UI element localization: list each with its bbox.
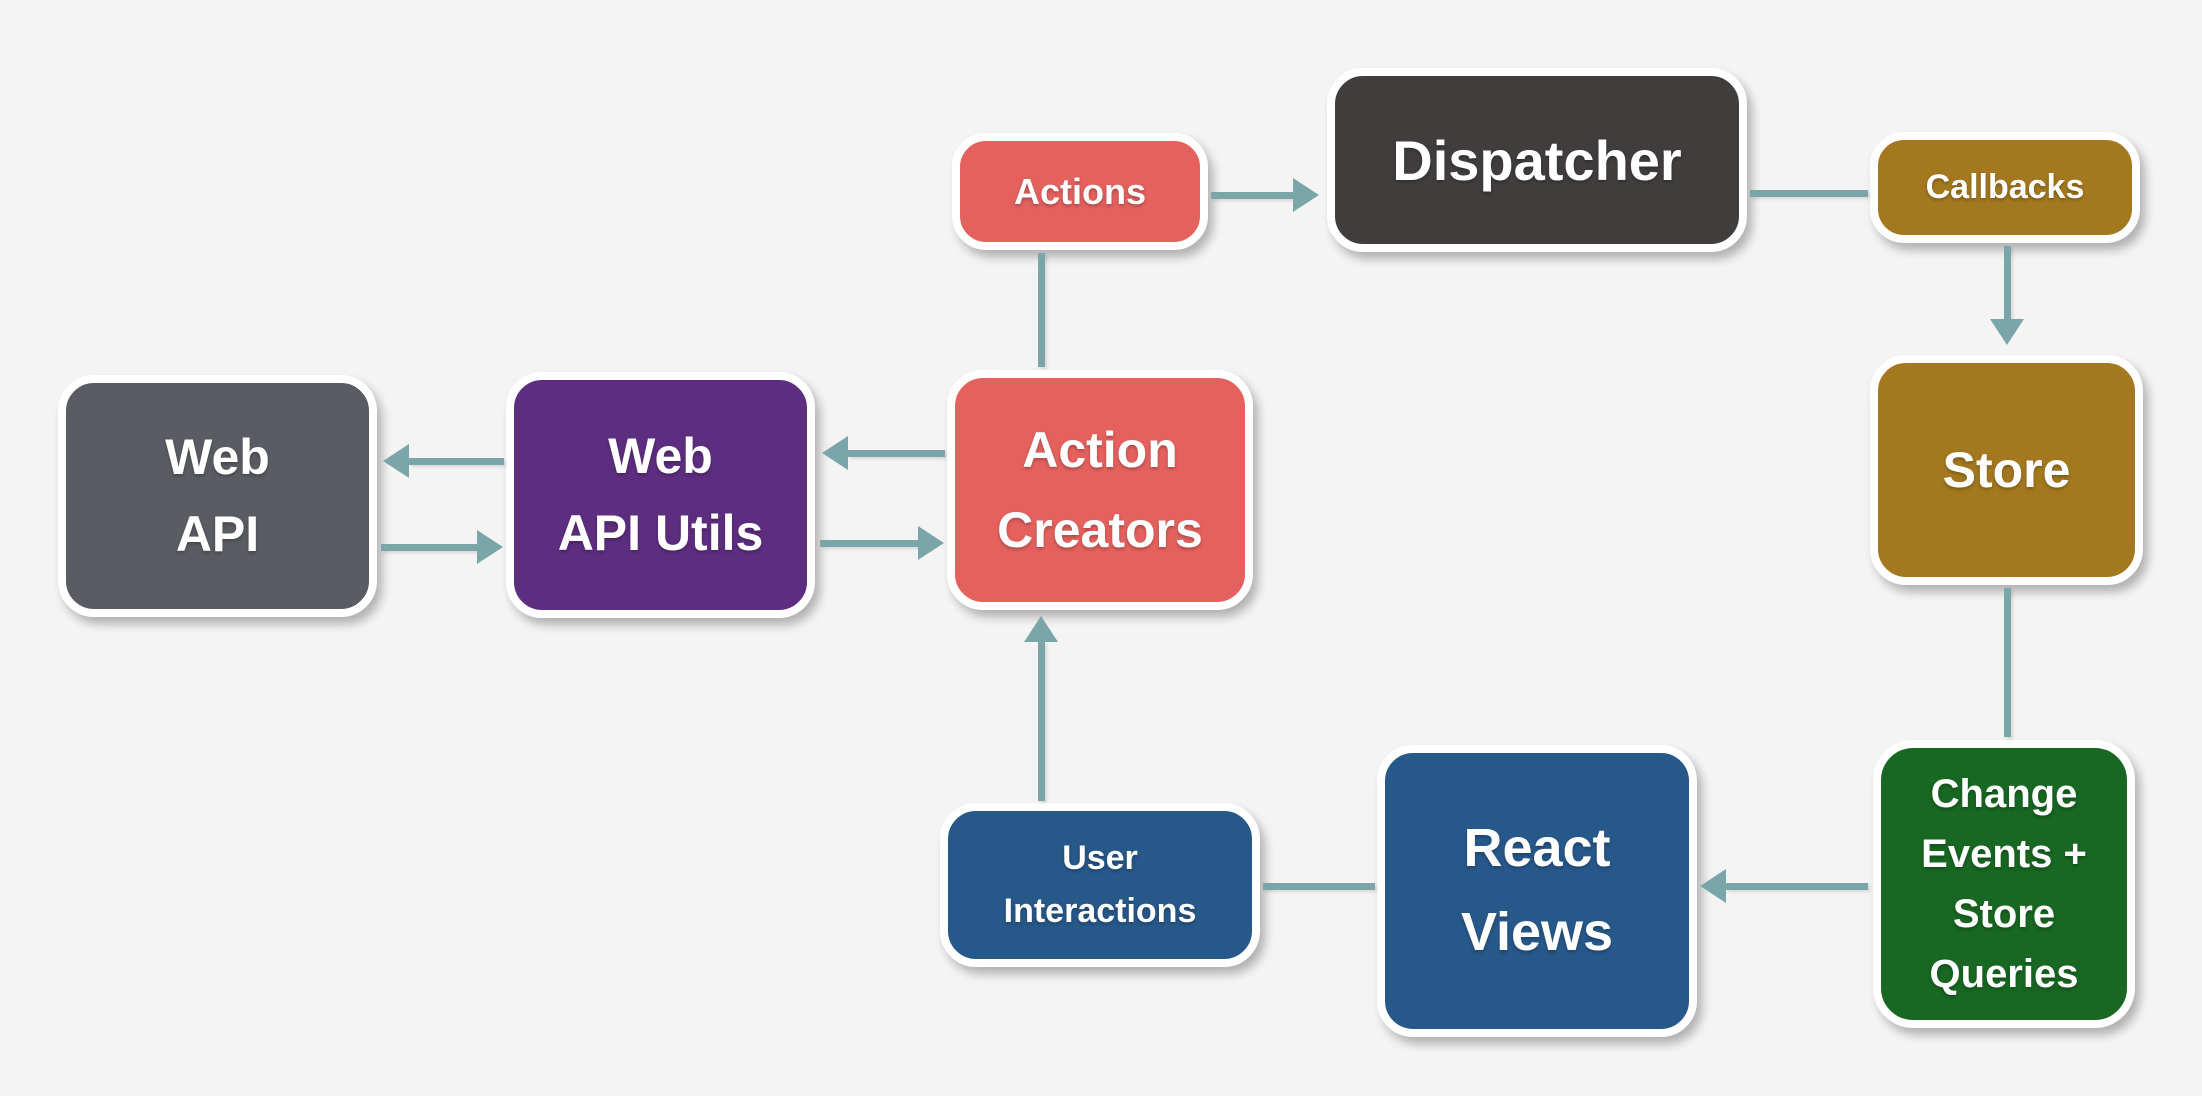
edge-actions-dispatcher-arrowhead [1293, 178, 1319, 212]
edge-user-interactions-action-creators-arrowhead [1024, 616, 1058, 642]
edge-change-events-react-views-arrowhead [1700, 869, 1726, 903]
edge-web-api-utils-action-creators-line [820, 540, 918, 547]
edge-web-api-utils-web-api-line [409, 458, 504, 465]
node-callbacks: Callbacks [1870, 132, 2140, 243]
edge-change-events-react-views-line [1726, 883, 1868, 890]
node-store: Store [1870, 355, 2143, 585]
edge-store-change-events-line [2004, 588, 2011, 737]
node-dispatcher: Dispatcher [1327, 68, 1747, 252]
edge-react-views-user-interactions-line [1263, 883, 1375, 890]
edge-actions-dispatcher-line [1211, 192, 1293, 199]
edge-dispatcher-callbacks-line [1750, 190, 1868, 197]
edge-action-creators-web-api-utils-arrowhead [822, 436, 848, 470]
node-web-api-utils: Web API Utils [506, 372, 815, 618]
edge-callbacks-store-line [2004, 246, 2011, 319]
node-change-events: Change Events + Store Queries [1873, 740, 2135, 1028]
node-web-api: Web API [58, 375, 377, 617]
node-action-creators: Action Creators [947, 370, 1253, 610]
edge-action-creators-web-api-utils-line [848, 450, 945, 457]
edge-web-api-utils-action-creators-arrowhead [918, 526, 944, 560]
edge-action-creators-actions-line [1038, 253, 1045, 367]
node-actions: Actions [952, 133, 1208, 250]
edge-web-api-utils-web-api-arrowhead [383, 444, 409, 478]
node-react-views: React Views [1377, 745, 1697, 1037]
edge-web-api-web-api-utils-line [381, 544, 477, 551]
edge-web-api-web-api-utils-arrowhead [477, 530, 503, 564]
edge-user-interactions-action-creators-line [1038, 642, 1045, 801]
node-user-interactions: User Interactions [940, 803, 1260, 967]
edge-callbacks-store-arrowhead [1990, 319, 2024, 345]
